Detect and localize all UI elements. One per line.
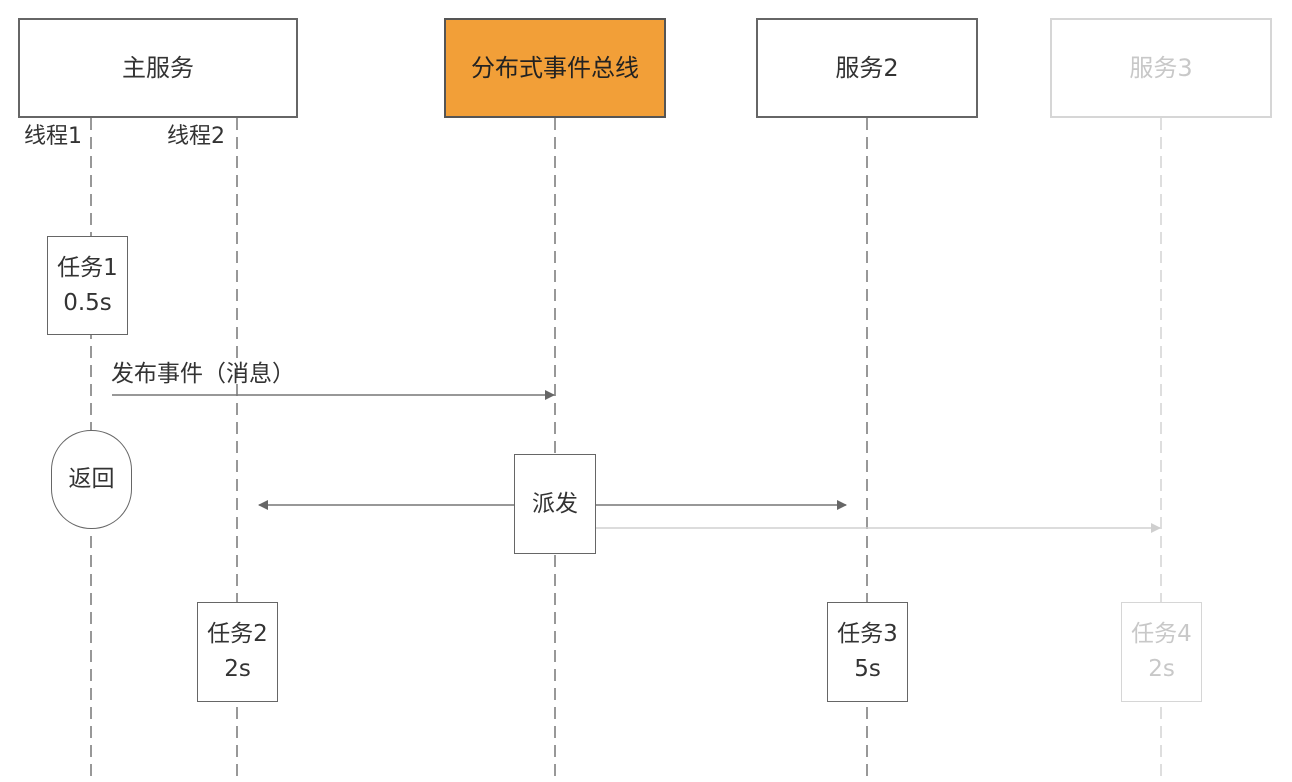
participant-service2-label: 服务2 — [835, 54, 899, 82]
thread1-label: 线程1 — [24, 124, 82, 149]
task3-name: 任务3 — [837, 621, 898, 647]
task1-name: 任务1 — [57, 254, 118, 281]
task2-box: 任务2 2s — [197, 602, 278, 702]
task4-name: 任务4 — [1131, 621, 1192, 647]
dispatch-box: 派发 — [514, 454, 596, 554]
task4-time: 2s — [1148, 656, 1175, 682]
participant-main-label: 主服务 — [122, 54, 194, 82]
return-label: 返回 — [68, 466, 115, 492]
participant-service3-label: 服务3 — [1129, 54, 1193, 82]
dispatch-label: 派发 — [532, 490, 578, 517]
task2-name: 任务2 — [207, 621, 268, 647]
task1-box: 任务1 0.5s — [47, 236, 128, 335]
task1-time: 0.5s — [63, 289, 112, 316]
participant-service3: 服务3 — [1050, 18, 1272, 118]
task3-time: 5s — [854, 656, 881, 682]
task3-box: 任务3 5s — [827, 602, 908, 702]
participant-bus-label: 分布式事件总线 — [471, 54, 639, 82]
task2-time: 2s — [224, 656, 251, 682]
thread2-label: 线程2 — [167, 124, 225, 149]
participant-service2: 服务2 — [756, 18, 978, 118]
task4-box: 任务4 2s — [1121, 602, 1202, 702]
return-node: 返回 — [51, 430, 132, 529]
participant-main-service: 主服务 — [18, 18, 298, 118]
participant-event-bus: 分布式事件总线 — [444, 18, 666, 118]
publish-label: 发布事件（消息） — [111, 361, 295, 387]
